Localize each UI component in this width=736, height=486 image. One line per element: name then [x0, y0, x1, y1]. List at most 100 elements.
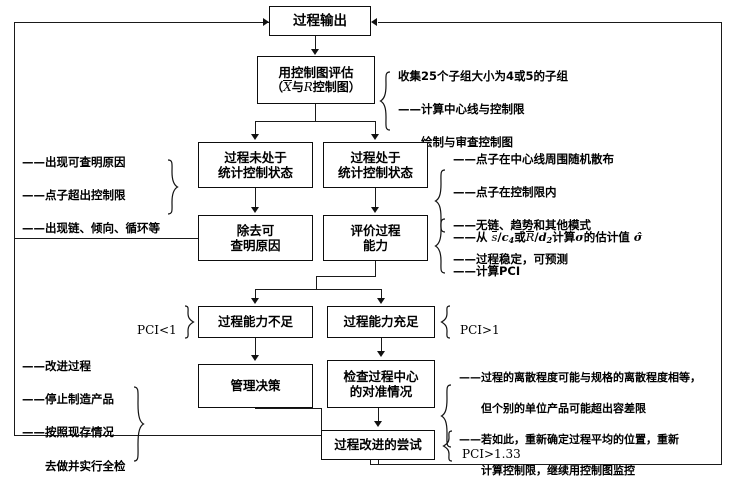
node-improvement-attempt-label: 过程改进的尝试: [334, 437, 422, 453]
annotation-line: ——过程的离散程度可能与规格的离散程度相等，: [459, 370, 701, 384]
node-check-centering[interactable]: 检查过程中心 的对准情况: [327, 360, 435, 408]
annotation-pci-gt-1: PCI>1: [440, 305, 500, 340]
brace-icon-capability-calc: [434, 218, 447, 274]
feedback-arrow-into-process-output-right: [371, 17, 377, 26]
feedback-line-right-bottom: [370, 464, 722, 466]
annotation-pci-lt-1-text: PCI<1: [137, 305, 177, 340]
annotation-line: 收集25个子组大小为4或5的子组: [398, 68, 569, 83]
connector-split-right-drop: [375, 121, 377, 135]
annotation-pci-gt-133-text: PCI>1.33: [462, 429, 521, 464]
node-management-decision-label: 管理决策: [230, 378, 281, 394]
connector-evaluate-down: [315, 104, 317, 122]
annotation-line: ——若如此，重新确定过程平均的位置，重新: [459, 433, 679, 447]
annotation-line: 计算控制限，继续用控制图监控: [459, 464, 635, 478]
arrow-to-capability-insufficient: [251, 298, 259, 304]
node-improvement-attempt[interactable]: 过程改进的尝试: [321, 430, 435, 460]
connector-improvement-down: [378, 460, 380, 465]
annotation-line: ——出现链、倾向、循环等: [22, 221, 160, 236]
annotation-collect-subgroups-text: 收集25个子组大小为4或5的子组 ——计算中心线与控制限 ——绘制与审查控制图: [398, 51, 568, 151]
annotation-line: ——过程稳定，可预测: [453, 251, 568, 266]
brace-icon-pci-gt-133: [442, 430, 454, 462]
node-capability-insufficient[interactable]: 过程能力不足: [198, 306, 313, 338]
arrow-incontrol-to-capability: [371, 207, 379, 213]
node-process-output-label: 过程输出: [293, 12, 347, 29]
node-capability-sufficient[interactable]: 过程能力充足: [327, 306, 435, 338]
annotation-line: ——停止制造产品: [22, 392, 114, 407]
feedback-line-right-vertical: [721, 22, 723, 465]
annotation-line-capability-formula: ——从 s/c4或R/d2计算σ的估计值 σ̂: [453, 229, 643, 245]
annotation-pci-gt-1-text: PCI>1: [460, 305, 500, 340]
node-in-control-label: 过程处于 统计控制状态: [337, 149, 413, 180]
node-process-output[interactable]: 过程输出: [269, 6, 371, 36]
node-evaluate-capability[interactable]: 评价过程 能力: [323, 215, 428, 261]
node-capability-insufficient-label: 过程能力不足: [217, 314, 293, 330]
annotation-out-of-control-text: ——出现可查明原因 ——点子超出控制限 ——出现链、倾向、循环等: [22, 137, 160, 237]
connector-output-to-evaluate: [315, 36, 317, 50]
arrow-insufficient-to-management: [251, 355, 259, 361]
connector-capability-jog: [316, 276, 376, 278]
node-evaluate-with-chart-line2: （X与R控制图）: [271, 80, 361, 95]
annotation-centering-notes: ——过程的离散程度可能与规格的离散程度相等， 但个别的单位产品可能超出容差限 —…: [440, 354, 701, 479]
connector-split-sufficient: [381, 289, 383, 299]
connector-capability-jog-drop: [316, 276, 318, 290]
annotation-line: ——按照现存情况: [22, 425, 114, 440]
annotation-line: PCI<1: [137, 323, 177, 338]
node-remove-causes[interactable]: 除去可 查明原因: [198, 215, 313, 261]
annotation-out-of-control-signs: ——出现可查明原因 ——点子超出控制限 ——出现链、倾向、循环等: [22, 137, 179, 237]
annotation-line: ——点子超出控制限: [22, 188, 126, 203]
brace-icon-collect-subgroups: [379, 71, 392, 131]
arrow-centering-to-improvement: [374, 421, 382, 427]
node-not-in-control-label: 过程未处于 统计控制状态: [217, 149, 293, 180]
connector-split-insufficient: [255, 289, 257, 299]
brace-icon-centering-notes: [440, 384, 453, 449]
connector-management-return-top: [255, 408, 322, 410]
feedback-line-right-top: [378, 22, 722, 24]
annotation-centering-notes-text: ——过程的离散程度可能与规格的离散程度相等， 但个别的单位产品可能超出容差限 —…: [459, 354, 701, 479]
feedback-line-left-vertical: [14, 22, 16, 436]
connector-centering-to-improvement: [378, 408, 380, 422]
node-evaluate-capability-label: 评价过程 能力: [350, 222, 401, 253]
node-check-centering-label: 检查过程中心 的对准情况: [343, 368, 419, 399]
node-remove-causes-label: 除去可 查明原因: [230, 222, 281, 253]
annotation-in-control-signs: ——点子在中心线周围随机散布 ——点子在控制限内 ——无链、趋势和其他模式 ——…: [434, 134, 614, 267]
node-not-in-control[interactable]: 过程未处于 统计控制状态: [198, 142, 313, 188]
feedback-arrow-into-process-output-left: [263, 17, 269, 26]
arrow-to-capability-sufficient: [377, 298, 385, 304]
node-management-decision[interactable]: 管理决策: [198, 364, 313, 408]
feedback-line-left-bottom: [14, 435, 321, 437]
connector-split-left-drop: [255, 121, 257, 135]
connector-sufficient-to-centering: [381, 338, 383, 352]
brace-icon-improve-actions: [132, 386, 145, 462]
annotation-pci-lt-1: PCI<1: [137, 305, 195, 340]
node-capability-sufficient-label: 过程能力充足: [343, 314, 419, 330]
annotation-pci-gt-133: PCI>1.33: [442, 429, 521, 464]
brace-icon-pci-lt-1: [183, 305, 195, 339]
arrow-notincontrol-to-remove: [251, 207, 259, 213]
annotation-line: 去做并实行全检: [22, 458, 126, 473]
connector-notincontrol-to-remove: [255, 188, 257, 208]
annotation-in-control-text: ——点子在中心线周围随机散布 ——点子在控制限内 ——无链、趋势和其他模式 ——…: [453, 134, 614, 267]
annotation-line: ——点子在控制限内: [453, 185, 557, 200]
annotation-improve-actions-text: ——改进过程 ——停止制造产品 ——按照现存情况 去做并实行全检 ——改变规范: [22, 341, 126, 486]
connector-left-into-remove-causes: [14, 238, 198, 240]
arrow-to-not-in-control: [251, 134, 259, 140]
node-in-control[interactable]: 过程处于 统计控制状态: [323, 142, 428, 188]
annotation-capability-calc-text: ——从 s/c4或R/d2计算σ的估计值 σ̂ ——计算PCI: [453, 212, 642, 280]
brace-icon-pci-gt-1: [440, 305, 452, 339]
node-evaluate-with-chart[interactable]: 用控制图评估 （X与R控制图）: [257, 56, 375, 104]
arrow-output-to-evaluate: [311, 49, 319, 55]
connector-capability-down: [375, 261, 377, 277]
annotation-line: ——出现可查明原因: [22, 154, 126, 169]
annotation-capability-calc: ——从 s/c4或R/d2计算σ的估计值 σ̂ ——计算PCI: [434, 212, 642, 280]
connector-capability-split: [255, 289, 382, 291]
annotation-line: ——计算中心线与控制限: [398, 102, 525, 117]
annotation-line: PCI>1: [460, 323, 500, 338]
connector-insufficient-to-management: [255, 338, 257, 356]
annotation-line: ——改进过程: [22, 358, 91, 373]
connector-evaluate-split: [255, 121, 376, 123]
feedback-line-left-top: [14, 22, 269, 24]
annotation-collect-subgroups: 收集25个子组大小为4或5的子组 ——计算中心线与控制限 ——绘制与审查控制图: [379, 51, 568, 151]
connector-incontrol-to-capability: [375, 188, 377, 208]
annotation-line: ——无链、趋势和其他模式: [453, 218, 591, 233]
